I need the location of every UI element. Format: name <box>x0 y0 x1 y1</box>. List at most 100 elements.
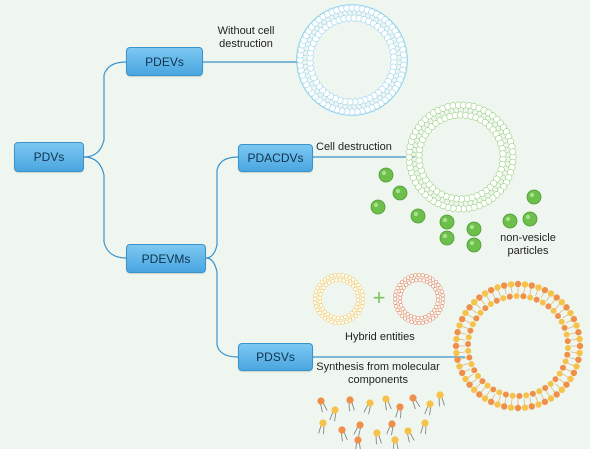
outer-lipid-head <box>409 319 414 324</box>
root-to-pdevms-connector <box>83 156 127 259</box>
lipid-tail <box>423 124 427 128</box>
lipid-head <box>356 421 364 429</box>
lipid-tail <box>400 410 402 419</box>
node-pdsvs[interactable]: PDSVs <box>238 343 313 371</box>
lipid-tail <box>476 304 481 309</box>
hybrid-entities-label: Hybrid entities <box>345 331 415 343</box>
inner-lipid-head <box>473 315 480 322</box>
inner-lipid-head <box>398 299 403 304</box>
node-pdvs[interactable]: PDVs <box>14 142 84 172</box>
lipid-tail <box>467 201 469 206</box>
inner-lipid-head <box>412 315 417 320</box>
inner-lipid-head <box>332 315 337 320</box>
lipid-molecule <box>363 399 374 415</box>
inner-lipid-head <box>399 303 404 308</box>
lipid-tail <box>305 72 309 75</box>
green-particle <box>378 167 394 183</box>
inner-lipid-head <box>433 287 438 292</box>
lipid-tail <box>550 299 556 305</box>
lipid-tail <box>304 68 308 70</box>
lipid-tail <box>383 25 387 29</box>
lipid-tail <box>567 326 574 329</box>
lipid-tail <box>476 199 479 203</box>
lipid-tail <box>386 426 391 435</box>
without-cell-line1: Without cell <box>217 25 275 37</box>
lipid-tail <box>359 442 361 449</box>
lipid-tail <box>529 288 532 295</box>
particle-highlight <box>381 170 387 176</box>
lipid-tail <box>396 68 400 70</box>
inner-lipid-head <box>469 321 476 328</box>
lipid-tail <box>498 395 501 402</box>
lipid-tail <box>570 351 577 353</box>
lipid-tail <box>427 121 431 125</box>
inner-lipid-head <box>321 285 326 290</box>
particle-highlight <box>373 202 379 208</box>
inner-lipid-head <box>346 313 351 318</box>
lipid-tail <box>504 142 508 144</box>
outer-lipid-head <box>315 286 320 291</box>
outer-lipid-head <box>359 289 364 294</box>
lipid-tail <box>472 200 474 205</box>
lipid-tail <box>504 397 507 404</box>
outer-lipid-head <box>402 277 407 282</box>
outer-lipid-head <box>453 349 460 357</box>
inner-lipid-head <box>399 288 404 293</box>
inner-lipid-head <box>520 293 527 300</box>
outer-lipid-head <box>514 280 522 288</box>
lipid-tail <box>462 363 469 366</box>
outer-lipid-head <box>319 313 325 319</box>
node-pdevs[interactable]: PDEVs <box>126 47 203 76</box>
outer-lipid-head <box>351 277 356 282</box>
inner-lipid-head <box>513 293 520 300</box>
lipid-tail <box>438 398 440 407</box>
lipid-tail <box>376 97 380 101</box>
lipid-tail <box>360 12 362 16</box>
inner-lipid-head <box>328 314 333 319</box>
inner-lipid-head <box>317 296 323 301</box>
lipid-tail <box>306 41 311 43</box>
outer-lipid-head <box>392 296 398 302</box>
lipid-tail <box>569 332 576 335</box>
outer-lipid-head <box>507 281 515 288</box>
inner-lipid-head <box>545 303 552 310</box>
blue-vesicle-outline <box>296 4 408 116</box>
node-pdevms[interactable]: PDEVMs <box>126 244 206 273</box>
outer-lipid-head <box>470 386 478 394</box>
lipid-head <box>331 406 339 414</box>
outer-lipid-head <box>353 279 359 285</box>
outer-lipid-head <box>413 273 418 278</box>
outer-lipid-head <box>563 304 570 311</box>
lipid-tail <box>393 41 398 43</box>
lipid-tail <box>535 395 538 402</box>
inner-lipid-head <box>339 315 344 320</box>
particle-highlight <box>442 217 448 223</box>
blue-vesicle <box>296 4 408 116</box>
inner-lipid-head <box>425 279 430 284</box>
lipid-molecule <box>317 397 328 413</box>
lipid-head <box>391 436 399 444</box>
lipid-tail <box>334 413 337 422</box>
outer-lipid-head <box>567 375 574 383</box>
outer-lipid-head <box>360 293 365 298</box>
outer-lipid-head <box>476 391 483 398</box>
lipid-tail <box>430 192 434 196</box>
lipid-tail <box>486 390 491 397</box>
node-pdacdvs[interactable]: PDACDVs <box>238 144 313 172</box>
outer-lipid-head <box>454 356 461 363</box>
lipid-tail <box>439 197 442 201</box>
non-vesicle-line2: particles <box>507 245 549 257</box>
outer-lipid-head <box>458 315 466 323</box>
lipid-tail <box>328 16 331 21</box>
inner-lipid-head <box>398 292 403 297</box>
lipid-tail <box>427 189 431 193</box>
inner-lipid-head <box>349 311 354 316</box>
lipid-tail <box>314 88 318 92</box>
outer-lipid-head <box>476 294 483 301</box>
inner-lipid-head <box>468 361 475 368</box>
pdevms-to-pdacdvs-connector <box>205 156 239 259</box>
outer-lipid-head <box>394 304 399 309</box>
lipid-tail <box>311 84 315 88</box>
lipid-tail <box>324 97 328 101</box>
lipid-tail <box>535 290 538 297</box>
